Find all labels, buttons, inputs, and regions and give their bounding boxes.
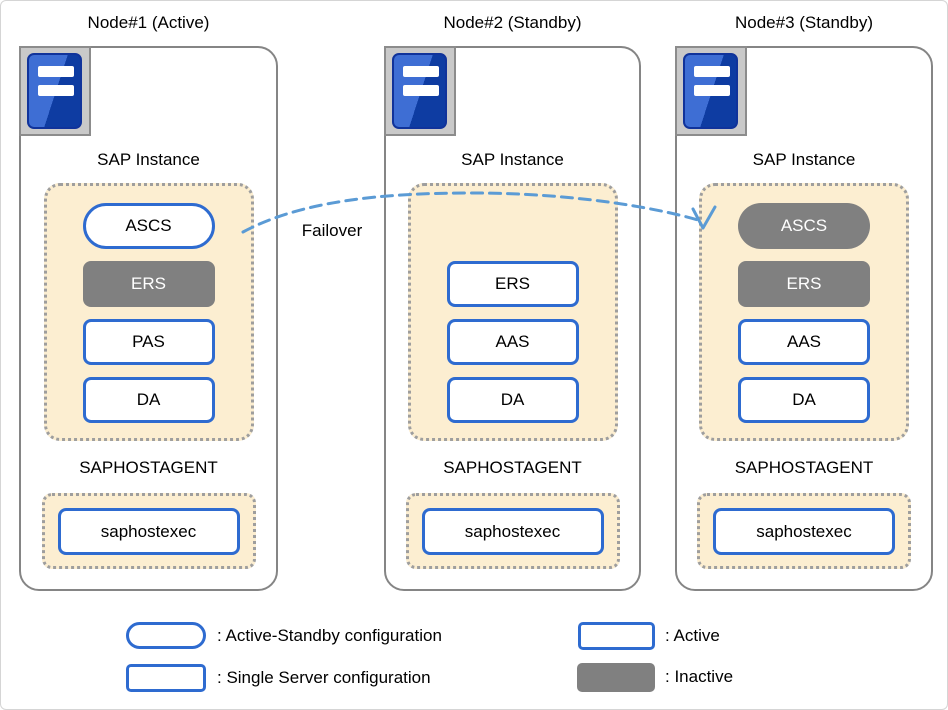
legend-single-server-label: : Single Server configuration [217,668,431,687]
server-icon-slot [694,85,730,96]
node2-title: Node#2 (Standby) [443,13,582,32]
node1-pas-box: PAS [82,319,215,365]
node1-box: SAP Instance ASCS ERS PAS DA SAPHOSTAGEN… [19,46,278,591]
node1-saphostexec-box: saphostexec [57,508,240,555]
node2-da-box: DA [446,377,579,423]
node3-da-box: DA [738,377,870,423]
server-icon-slot [38,85,74,96]
node2-ers-box: ERS [446,261,579,307]
node3-saphostagent-label: SAPHOSTAGENT [734,458,874,477]
node2-saphostexec-box: saphostexec [421,508,604,555]
server-icon [675,46,747,136]
node2-sap-instance-label: SAP Instance [461,150,564,169]
server-icon-body [27,53,82,129]
node1-title: Node#1 (Active) [87,13,210,32]
server-icon [384,46,456,136]
node3-saphostexec-box: saphostexec [713,508,895,555]
node3-title: Node#3 (Standby) [735,13,873,32]
node2-box: SAP Instance ERS AAS DA SAPHOSTAGENT sap… [384,46,641,591]
server-icon-slot [38,66,74,77]
failover-label: Failover [287,219,377,243]
node1-da-box: DA [82,377,215,423]
server-icon [19,46,91,136]
server-icon-body [683,53,738,129]
node3-box: SAP Instance ASCS ERS AAS DA SAPHOSTAGEN… [675,46,933,591]
node1-sap-instance-label: SAP Instance [97,150,200,169]
node3-aas-box: AAS [738,319,870,365]
legend-active-swatch [578,622,655,650]
node3-ers-box: ERS [738,261,870,307]
legend-inactive-label: : Inactive [665,667,734,686]
legend-inactive-swatch [577,663,655,692]
legend-active-label: : Active [665,626,720,645]
node1-saphostagent-label: SAPHOSTAGENT [79,458,218,477]
node2-aas-box: AAS [446,319,579,365]
server-icon-slot [403,85,439,96]
node1-ascs-box: ASCS [82,203,215,249]
node1-ers-box: ERS [82,261,215,307]
server-icon-slot [403,66,439,77]
node3-sap-instance-label: SAP Instance [752,150,856,169]
node3-ascs-box: ASCS [738,203,870,249]
server-icon-body [392,53,447,129]
legend-active-standby-swatch [126,622,206,649]
node2-saphostagent-label: SAPHOSTAGENT [443,458,582,477]
legend-active-standby-label: : Active-Standby configuration [217,626,442,645]
legend-single-server-swatch [126,664,206,692]
server-icon-slot [694,66,730,77]
